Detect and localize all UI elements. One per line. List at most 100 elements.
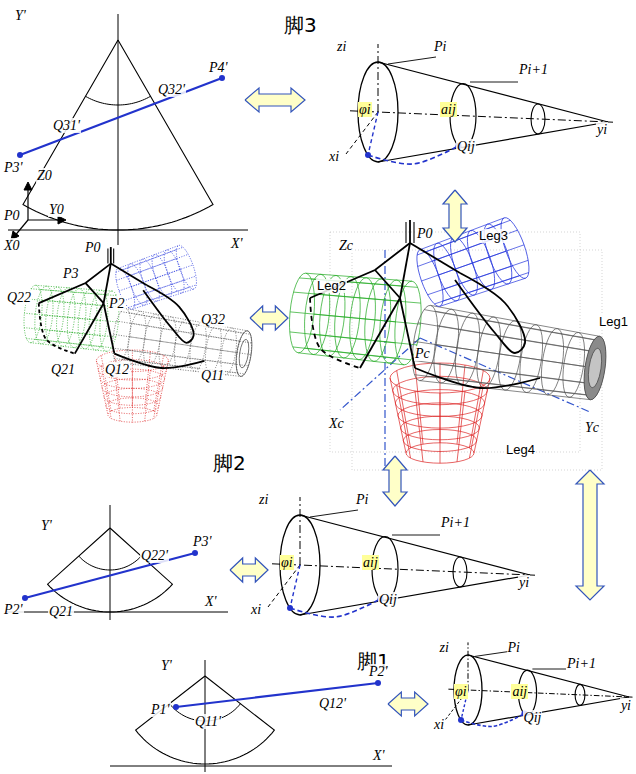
label-anchor: Q12 (104, 360, 130, 378)
mesh-line (440, 363, 441, 443)
label-anchor: aij (511, 682, 528, 700)
label-anchor: P3' (3, 158, 24, 176)
mesh-line (419, 381, 590, 400)
mesh-line (310, 334, 416, 345)
label-anchor: Leg4 (505, 440, 536, 458)
symbol-label: zi (258, 492, 269, 507)
start-point (365, 152, 371, 158)
label-anchor: Yc (584, 418, 600, 436)
mesh-line (440, 278, 526, 306)
label-anchor: Qij (378, 590, 398, 608)
label-anchor: Y' (160, 656, 173, 674)
symbol-label: Z0 (36, 168, 53, 183)
inner-arc (79, 556, 141, 570)
label-anchor: Pc (414, 344, 431, 362)
label-anchor: Qij (456, 137, 476, 155)
symbol-label: aij (440, 102, 457, 117)
symbol-label: Pc (414, 346, 431, 361)
symbol-label: Q32 (200, 312, 226, 327)
z-axis (378, 44, 379, 112)
cone-section (531, 104, 545, 134)
symbol-label: Y' (40, 518, 53, 533)
leg-link (310, 243, 410, 298)
symbol-label: X' (230, 236, 244, 251)
symbol-label: xi (250, 602, 262, 617)
label-anchor: aij (362, 553, 379, 571)
x-axis (110, 766, 392, 767)
cone-figure (268, 497, 535, 617)
label-anchor: Q22 (6, 288, 32, 306)
mesh-line (145, 370, 151, 421)
leg-path (39, 303, 75, 353)
label-anchor: P0 (416, 224, 434, 242)
cone-figure (446, 642, 633, 726)
yc-axis (420, 338, 590, 412)
cone-section (575, 684, 585, 705)
label-anchor: Pi+1 (566, 654, 597, 672)
leg-link (375, 270, 400, 298)
symbol-label: Zc (338, 238, 354, 253)
label-anchor: Q32 (200, 310, 226, 328)
symbol-label: yi (518, 575, 530, 590)
leg-link (86, 283, 104, 303)
label-anchor: Zc (338, 236, 354, 254)
y-axis (110, 505, 111, 620)
label-anchor: P0 (84, 238, 102, 256)
mesh-line (397, 371, 411, 448)
label-anchor: φi (280, 553, 294, 571)
leg1-end-cap (580, 335, 609, 401)
mesh-line (428, 266, 513, 295)
label-anchor: Leg2 (316, 276, 347, 294)
mesh-ring (65, 288, 88, 349)
mesh-line (414, 341, 586, 366)
symbol-label: P0 (416, 226, 434, 241)
mesh-line (113, 334, 237, 352)
leg-path (415, 368, 540, 388)
helix-segment (461, 714, 524, 727)
end-point (375, 680, 381, 686)
leg-link (75, 303, 104, 353)
leg-line (176, 683, 378, 707)
leg1-mesh (408, 304, 609, 401)
symbol-label: P0 (84, 240, 102, 255)
label-anchor: 脚3 (283, 14, 318, 36)
mesh-ring (234, 330, 254, 378)
mesh-line (412, 360, 584, 382)
leg-title: 脚2 (212, 452, 247, 474)
mesh-line (431, 305, 600, 336)
label-anchor: Xc (328, 414, 345, 432)
cone-base (358, 62, 398, 162)
leg-line (20, 78, 222, 155)
symbol-label: X' (204, 594, 218, 609)
bounding-box (330, 232, 580, 452)
double-arrow (388, 692, 428, 716)
mesh-line (422, 251, 506, 281)
leg1-end-cap (238, 339, 251, 369)
mesh-line (154, 366, 164, 418)
symbol-label: Qij (378, 592, 398, 607)
mesh-line (457, 365, 465, 444)
cone-base (454, 655, 482, 725)
unfolded-cone-panel (8, 14, 248, 245)
label-anchor: xi (250, 600, 262, 618)
mesh-line (39, 329, 116, 337)
mesh-line (434, 276, 519, 304)
reference-frame (330, 232, 602, 470)
label-anchor: X' (204, 592, 218, 610)
symbol-label: Q32' (157, 82, 186, 97)
cone-base (280, 515, 320, 615)
mesh-line (116, 250, 177, 273)
leader-line (310, 510, 358, 517)
mesh-line (132, 372, 133, 423)
leg1-mesh (109, 307, 254, 377)
cone-side (378, 62, 608, 122)
symbol-label: P3 (62, 266, 80, 281)
mesh-line (305, 348, 411, 360)
x-axis (346, 112, 378, 154)
double-arrow (576, 470, 604, 600)
helix-segment (290, 599, 381, 617)
symbol-label: zi (439, 640, 450, 655)
mesh-line (114, 370, 120, 421)
leg-link (400, 298, 415, 368)
